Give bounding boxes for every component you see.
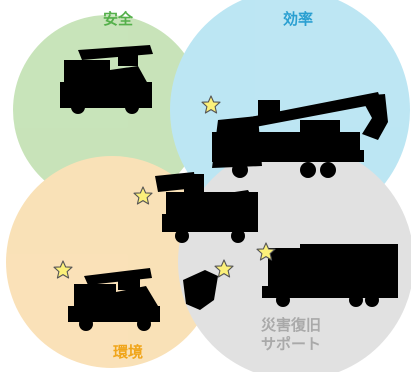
efficiency-label: 効率 [282,10,313,28]
box-truck-icon [262,244,398,307]
aerial-work-truck-icon [212,92,388,178]
environment-circle [6,156,218,368]
disaster-label-line1: 災害復旧 [260,316,321,334]
lower-crane-truck-icon [68,268,160,331]
center-crane-truck-icon [155,172,258,243]
disaster-label-line2: サポート [260,335,321,353]
disaster-support-label: 災害復旧 サポート [246,316,336,354]
safety-label: 安全 [102,10,133,28]
safety-circle [13,15,203,205]
crane-truck-icon [60,45,153,114]
environment-label: 環境 [112,343,143,361]
small-equipment-icon [183,270,218,310]
